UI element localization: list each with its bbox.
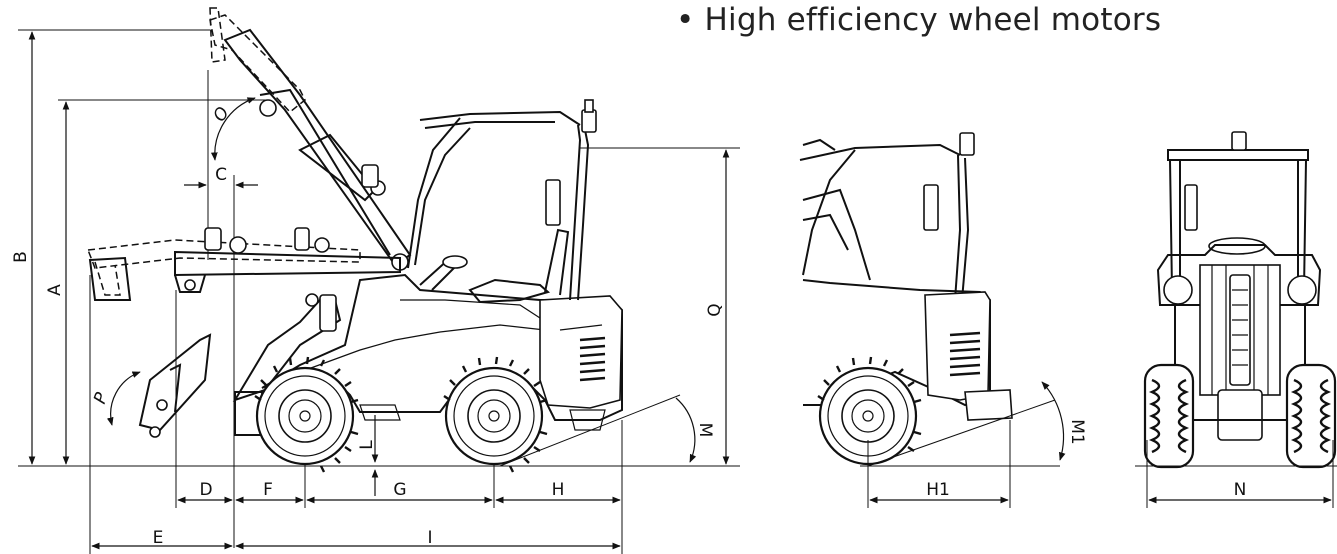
partial-side-view-dimensions: H1 M1 — [860, 381, 1087, 508]
front-view-dimensions: N — [1135, 440, 1337, 508]
dim-label-q: Q — [705, 303, 725, 316]
side-view-labels: B A C D F G H E I L Q M O P — [11, 104, 725, 548]
dim-label-c: C — [215, 165, 227, 185]
dim-label-a: A — [45, 284, 65, 296]
front-view-loader — [1143, 131, 1337, 469]
dim-label-m: M — [695, 423, 715, 438]
side-view-dimensions — [18, 29, 740, 554]
dim-label-e: E — [153, 528, 164, 548]
dim-label-h: H — [552, 480, 565, 500]
feature-bullet: • High efficiency wheel motors — [676, 2, 1162, 38]
dim-label-h1: H1 — [926, 480, 950, 500]
dim-label-p: P — [90, 389, 113, 406]
dim-label-d: D — [199, 480, 212, 500]
dim-label-g: G — [393, 480, 406, 500]
dim-label-f: F — [263, 480, 273, 500]
partial-side-view-loader — [799, 132, 1013, 466]
dim-label-l: L — [357, 440, 377, 450]
dim-label-o: O — [210, 104, 234, 126]
dim-label-n: N — [1234, 480, 1247, 500]
side-view-loader — [86, 7, 623, 473]
dim-label-i: I — [427, 528, 432, 548]
dim-label-b: B — [11, 251, 31, 263]
dim-label-m1: M1 — [1067, 419, 1087, 444]
